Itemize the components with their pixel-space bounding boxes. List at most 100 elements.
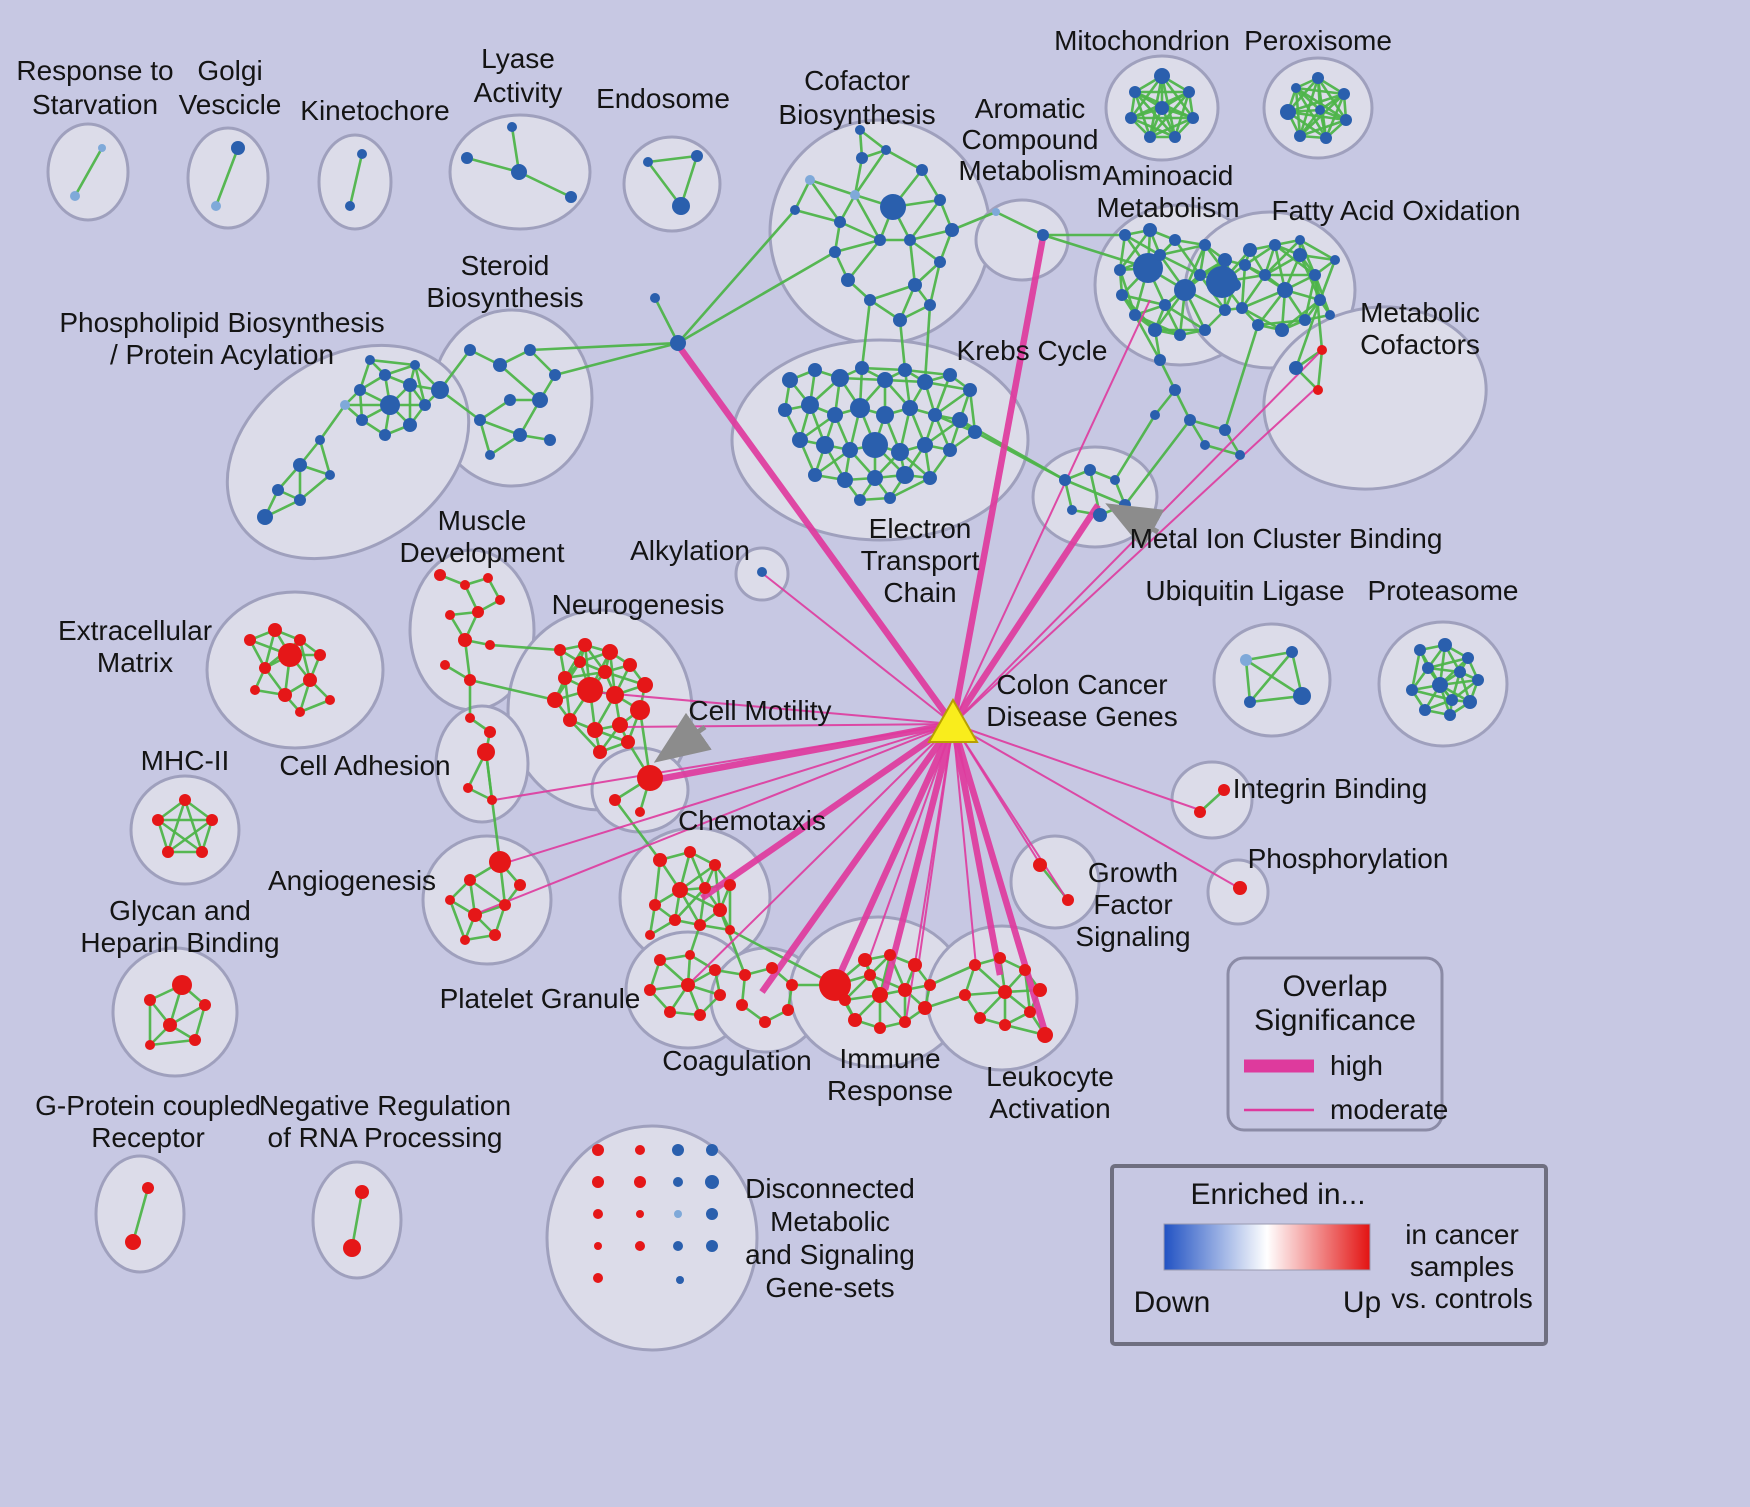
coagulation-node[interactable] bbox=[739, 969, 751, 981]
cofactor-biosynthesis-node[interactable] bbox=[908, 278, 922, 292]
glycan-heparin-binding-node[interactable] bbox=[172, 975, 192, 995]
steroid-biosynthesis-node[interactable] bbox=[493, 358, 507, 372]
phospholipid-biosynthesis-node[interactable] bbox=[325, 470, 335, 480]
muscle-development-node[interactable] bbox=[458, 633, 472, 647]
phospholipid-biosynthesis-node[interactable] bbox=[379, 369, 391, 381]
fatty-acid-oxidation-node[interactable] bbox=[1259, 269, 1271, 281]
angiogenesis-node[interactable] bbox=[445, 895, 455, 905]
immune-response-node[interactable] bbox=[924, 979, 936, 991]
metabolic-tail-nodes-node[interactable] bbox=[1200, 440, 1210, 450]
extracellular-matrix-node[interactable] bbox=[294, 634, 306, 646]
angiogenesis-node[interactable] bbox=[489, 929, 501, 941]
krebs-etc-node[interactable] bbox=[778, 403, 792, 417]
krebs-etc-node[interactable] bbox=[902, 400, 918, 416]
fatty-acid-oxidation-node[interactable] bbox=[1314, 294, 1326, 306]
metabolic-tail-nodes-node[interactable] bbox=[1150, 410, 1160, 420]
integrin-binding-node[interactable] bbox=[1218, 784, 1230, 796]
leukocyte-activation-node[interactable] bbox=[969, 959, 981, 971]
immune-response-node[interactable] bbox=[819, 969, 851, 1001]
mitochondrion-node[interactable] bbox=[1183, 86, 1195, 98]
immune-response-node[interactable] bbox=[899, 1016, 911, 1028]
cofactor-biosynthesis-node[interactable] bbox=[856, 152, 868, 164]
krebs-etc-node[interactable] bbox=[855, 361, 869, 375]
krebs-etc-node[interactable] bbox=[877, 372, 893, 388]
platelet-granule-node[interactable] bbox=[681, 978, 695, 992]
krebs-etc-node[interactable] bbox=[801, 396, 819, 414]
cell-adhesion-node[interactable] bbox=[465, 713, 475, 723]
immune-response-node[interactable] bbox=[898, 983, 912, 997]
ubiquitin-ligase-node[interactable] bbox=[1240, 654, 1252, 666]
krebs-etc-node[interactable] bbox=[917, 374, 933, 390]
cell-motility-node[interactable] bbox=[637, 765, 663, 791]
krebs-etc-node[interactable] bbox=[917, 437, 933, 453]
chemotaxis-node[interactable] bbox=[653, 853, 667, 867]
aminoacid-metabolism-node[interactable] bbox=[1129, 309, 1141, 321]
fatty-acid-oxidation-node[interactable] bbox=[1277, 282, 1293, 298]
krebs-etc-node[interactable] bbox=[862, 432, 888, 458]
cofactor-biosynthesis-node[interactable] bbox=[880, 194, 906, 220]
fatty-acid-oxidation-node[interactable] bbox=[1252, 319, 1264, 331]
cofactor-biosynthesis-node[interactable] bbox=[924, 299, 936, 311]
endosome-node[interactable] bbox=[691, 150, 703, 162]
mitochondrion-node[interactable] bbox=[1154, 68, 1170, 84]
steroid-biosynthesis-node[interactable] bbox=[504, 394, 516, 406]
peroxisome-node[interactable] bbox=[1280, 104, 1296, 120]
angiogenesis-node[interactable] bbox=[514, 879, 526, 891]
immune-response-node[interactable] bbox=[874, 1022, 886, 1034]
chemotaxis-node[interactable] bbox=[649, 899, 661, 911]
alkylation-node[interactable] bbox=[757, 567, 767, 577]
platelet-granule-node[interactable] bbox=[664, 1006, 676, 1018]
metabolic-cofactors-node[interactable] bbox=[1313, 385, 1323, 395]
metabolic-cofactors-node[interactable] bbox=[1289, 361, 1303, 375]
metabolic-tail-nodes-node[interactable] bbox=[1219, 424, 1231, 436]
chemotaxis-node[interactable] bbox=[699, 882, 711, 894]
krebs-etc-node[interactable] bbox=[963, 383, 977, 397]
peroxisome-node[interactable] bbox=[1340, 114, 1352, 126]
fatty-acid-oxidation-node[interactable] bbox=[1325, 310, 1335, 320]
colon-cancer-hub-triangle[interactable] bbox=[927, 697, 979, 743]
neurogenesis-node[interactable] bbox=[593, 745, 607, 759]
aminoacid-metabolism-node[interactable] bbox=[1154, 249, 1166, 261]
steroid-biosynthesis-node[interactable] bbox=[474, 414, 486, 426]
aminoacid-metabolism-node[interactable] bbox=[1119, 229, 1131, 241]
fatty-acid-oxidation-node[interactable] bbox=[1330, 255, 1340, 265]
disconnected-gene-sets-node[interactable] bbox=[592, 1144, 604, 1156]
phospholipid-biosynthesis-node[interactable] bbox=[356, 414, 368, 426]
mhc-ii-node[interactable] bbox=[206, 814, 218, 826]
endosome-node[interactable] bbox=[672, 197, 690, 215]
disconnected-gene-sets-node[interactable] bbox=[635, 1145, 645, 1155]
coagulation-node[interactable] bbox=[736, 999, 748, 1011]
muscle-development-node[interactable] bbox=[440, 660, 450, 670]
metal-ion-cluster-binding-node[interactable] bbox=[1093, 508, 1107, 522]
chemotaxis-node[interactable] bbox=[694, 919, 706, 931]
fatty-acid-oxidation-node[interactable] bbox=[1243, 243, 1257, 257]
aminoacid-metabolism-node[interactable] bbox=[1133, 253, 1163, 283]
neurogenesis-node[interactable] bbox=[598, 665, 612, 679]
lyase-activity-node[interactable] bbox=[511, 164, 527, 180]
proteasome-node[interactable] bbox=[1462, 652, 1474, 664]
mitochondrion-node[interactable] bbox=[1125, 112, 1137, 124]
junction-nodes-node[interactable] bbox=[650, 293, 660, 303]
disconnected-gene-sets-node[interactable] bbox=[676, 1276, 684, 1284]
junction-nodes-node[interactable] bbox=[670, 335, 686, 351]
phospholipid-biosynthesis-node[interactable] bbox=[294, 494, 306, 506]
glycan-heparin-binding-node[interactable] bbox=[199, 999, 211, 1011]
extracellular-matrix-node[interactable] bbox=[278, 643, 302, 667]
extracellular-matrix-node[interactable] bbox=[278, 688, 292, 702]
glycan-heparin-binding-node[interactable] bbox=[189, 1034, 201, 1046]
cofactor-biosynthesis-node[interactable] bbox=[945, 223, 959, 237]
peroxisome-node[interactable] bbox=[1338, 88, 1350, 100]
immune-response-node[interactable] bbox=[908, 958, 922, 972]
neurogenesis-node[interactable] bbox=[621, 735, 635, 749]
platelet-granule-node[interactable] bbox=[709, 964, 721, 976]
leukocyte-activation-node[interactable] bbox=[1024, 1006, 1036, 1018]
metal-ion-cluster-binding-node[interactable] bbox=[1084, 464, 1096, 476]
immune-response-node[interactable] bbox=[864, 969, 876, 981]
ubiquitin-ligase-node[interactable] bbox=[1286, 646, 1298, 658]
leukocyte-activation-node[interactable] bbox=[999, 1019, 1011, 1031]
proteasome-node[interactable] bbox=[1432, 677, 1448, 693]
proteasome-node[interactable] bbox=[1438, 638, 1452, 652]
integrin-binding-node[interactable] bbox=[1194, 806, 1206, 818]
mhc-ii-node[interactable] bbox=[179, 794, 191, 806]
phospholipid-biosynthesis-node[interactable] bbox=[380, 395, 400, 415]
